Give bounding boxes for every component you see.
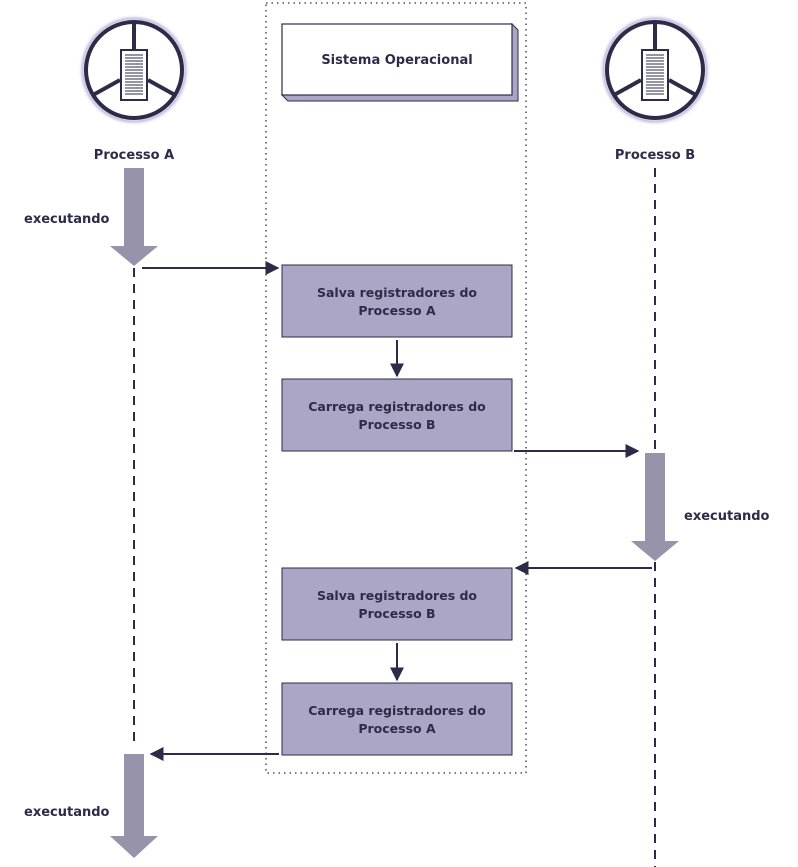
process-b-running-label: executando xyxy=(684,509,770,524)
step-box-save-a: Salva registradores do Processo A xyxy=(281,264,513,338)
process-b-icon xyxy=(599,14,711,126)
svg-text:Carrega registradores do: Carrega registradores do xyxy=(308,399,486,414)
step-box-save-b: Salva registradores do Processo B xyxy=(281,567,513,641)
process-a-running-arrow-2 xyxy=(110,754,158,858)
process-b-running-arrow xyxy=(631,453,679,561)
step-box-load-a: Carrega registradores do Processo A xyxy=(281,682,513,756)
process-a-running-arrow-1 xyxy=(110,168,158,266)
process-a-icon xyxy=(78,14,190,126)
svg-text:Salva registradores do: Salva registradores do xyxy=(317,285,477,300)
svg-text:Processo B: Processo B xyxy=(358,606,435,621)
os-lane-boundary xyxy=(265,2,527,774)
svg-text:Processo A: Processo A xyxy=(358,721,436,736)
process-a-label: Processo A xyxy=(94,148,174,163)
process-a-running-label-1: executando xyxy=(24,212,110,227)
process-a-running-label-2: executando xyxy=(24,805,110,820)
process-b-label: Processo B xyxy=(615,148,695,163)
os-title-box: Sistema Operacional xyxy=(280,22,519,102)
svg-text:Processo A: Processo A xyxy=(358,303,436,318)
os-title: Sistema Operacional xyxy=(321,53,472,68)
svg-text:Processo B: Processo B xyxy=(358,417,435,432)
step-box-load-b: Carrega registradores do Processo B xyxy=(281,378,513,452)
svg-text:Salva registradores do: Salva registradores do xyxy=(317,588,477,603)
svg-text:Carrega registradores do: Carrega registradores do xyxy=(308,703,486,718)
